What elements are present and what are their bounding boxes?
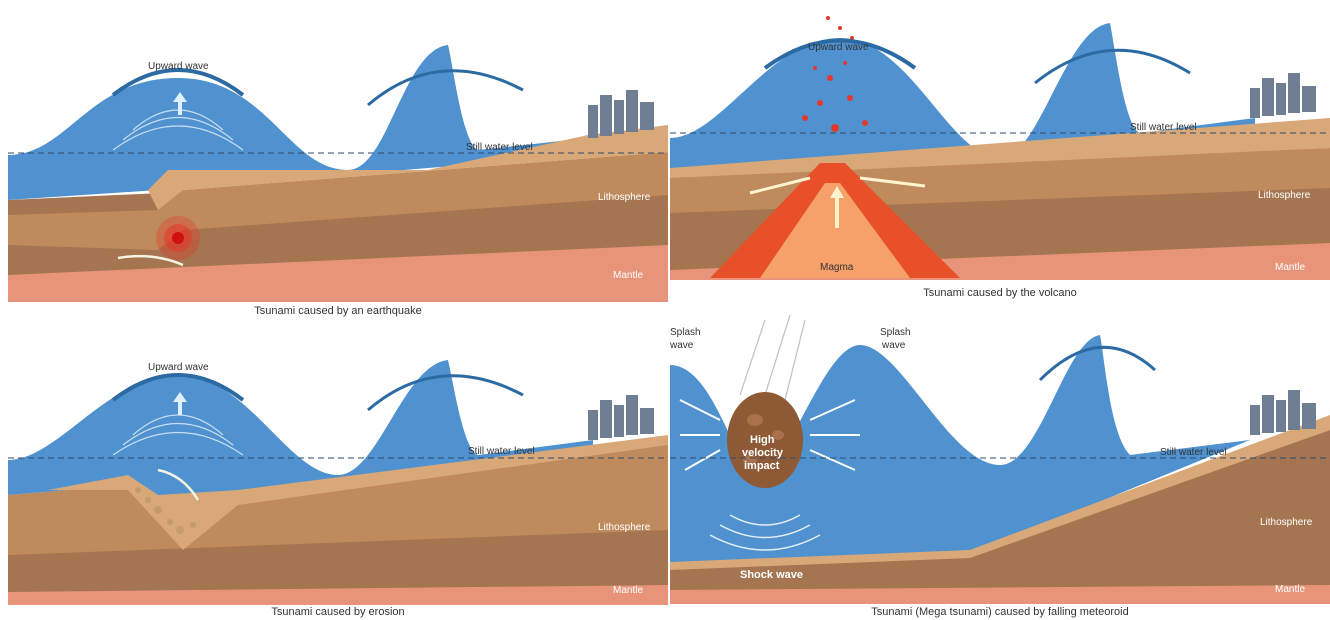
meteor-trails xyxy=(740,315,805,400)
epicenter-icon xyxy=(156,216,200,260)
magma-label: Magma xyxy=(820,262,854,273)
panel-volcano: Upward wave Still water level Lithospher… xyxy=(670,8,1330,280)
impact-label-2: velocity xyxy=(742,447,784,459)
splash-left-label-2: wave xyxy=(670,340,694,351)
mantle-label: Mantle xyxy=(1275,584,1305,595)
panel-meteoroid: High velocity impact Shock wave Splash w… xyxy=(670,300,1330,604)
still-water-label: Still water level xyxy=(468,446,535,457)
upward-wave-label: Upward wave xyxy=(148,362,209,373)
mantle-label: Mantle xyxy=(613,585,643,596)
panel-erosion: Upward wave Still water level Lithospher… xyxy=(8,350,668,605)
splash-right-label-1: Splash xyxy=(880,327,911,338)
shock-wave-label: Shock wave xyxy=(740,569,803,581)
impact-label-3: impact xyxy=(744,460,780,472)
lithosphere-label: Lithosphere xyxy=(1260,517,1313,528)
still-water-label: Still water level xyxy=(466,142,533,153)
mantle-label: Mantle xyxy=(1275,262,1305,273)
city-icon xyxy=(588,395,654,440)
impact-label-1: High xyxy=(750,434,775,446)
lithosphere-label: Lithosphere xyxy=(598,192,651,203)
mantle-label: Mantle xyxy=(613,270,643,281)
splash-right-label-2: wave xyxy=(881,340,906,351)
meteoroid-diagram: High velocity impact Shock wave Splash w… xyxy=(670,300,1330,604)
upward-wave-label: Upward wave xyxy=(148,61,209,72)
caption-earthquake: Tsunami caused by an earthquake xyxy=(8,305,668,317)
city-icon xyxy=(1250,390,1316,435)
caption-meteoroid: Tsunami (Mega tsunami) caused by falling… xyxy=(670,606,1330,618)
city-icon xyxy=(1250,73,1316,118)
erosion-diagram: Upward wave Still water level Lithospher… xyxy=(8,350,668,605)
still-water-label: Still water level xyxy=(1160,447,1227,458)
still-water-label: Still water level xyxy=(1130,122,1197,133)
panel-earthquake: Upward wave Still water level Lithospher… xyxy=(8,20,668,302)
caption-volcano: Tsunami caused by the volcano xyxy=(670,287,1330,299)
lithosphere-label: Lithosphere xyxy=(598,522,651,533)
earthquake-diagram: Upward wave Still water level Lithospher… xyxy=(8,20,668,302)
caption-erosion: Tsunami caused by erosion xyxy=(8,606,668,618)
splash-left-label-1: Splash xyxy=(670,327,701,338)
lithosphere-label: Lithosphere xyxy=(1258,190,1311,201)
volcano-diagram: Upward wave Still water level Lithospher… xyxy=(670,8,1330,280)
upward-wave-label: Upward wave xyxy=(808,42,869,53)
